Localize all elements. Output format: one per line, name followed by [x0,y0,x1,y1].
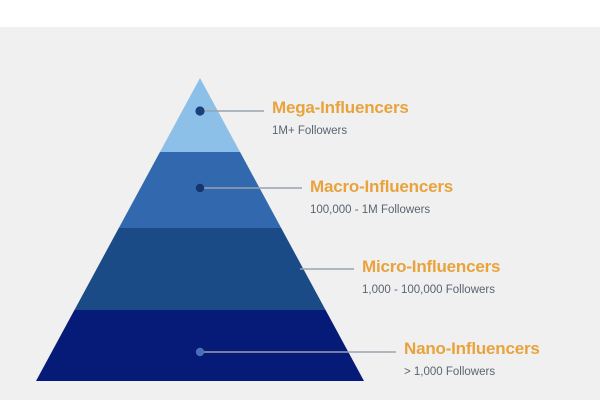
tier-label-group-micro[interactable]: Micro-Influencers 1,000 - 100,000 Follow… [362,257,501,296]
connector-leaders [200,110,396,353]
connector-dot-mega[interactable] [195,106,205,116]
pyramid-band-nano[interactable] [0,310,600,381]
tier-followers-macro: 100,000 - 1M Followers [310,203,431,216]
top-white-strip [0,0,600,27]
tier-label-group-mega[interactable]: Mega-Influencers 1M+ Followers [272,98,409,137]
tier-title-macro: Macro-Influencers [310,177,454,196]
tier-label-group-macro[interactable]: Macro-Influencers 100,000 - 1M Followers [310,177,454,216]
pyramid-band-macro[interactable] [0,152,600,228]
tier-title-micro: Micro-Influencers [362,257,501,276]
tier-title-mega: Mega-Influencers [272,98,409,117]
tier-title-nano: Nano-Influencers [404,339,540,358]
tier-label-group-nano[interactable]: Nano-Influencers > 1,000 Followers [404,339,540,378]
tier-followers-micro: 1,000 - 100,000 Followers [362,283,495,296]
tier-followers-nano: > 1,000 Followers [404,365,496,378]
tier-followers-mega: 1M+ Followers [272,124,348,137]
connector-dot-macro[interactable] [195,183,205,193]
connector-dots [195,106,205,357]
connector-dot-nano[interactable] [195,347,205,357]
